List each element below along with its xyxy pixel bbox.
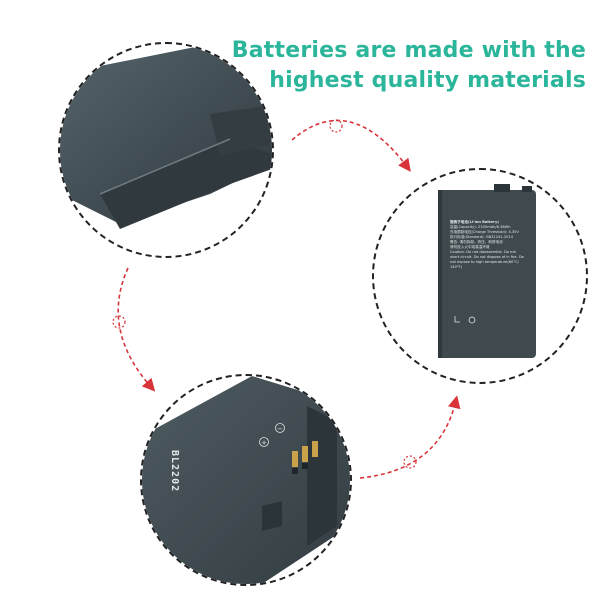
battery-corner-image	[60, 44, 272, 229]
battery-label-line: 执行标准(Standard): GB31241-2014	[450, 235, 514, 239]
battery-label-title: 锂离子电池(Li-ion Battery)	[450, 220, 499, 224]
arrow-loop-bottom	[403, 455, 417, 469]
battery-label-line: 容量(Capacity): 2200mAh/8.36Wh	[450, 225, 511, 229]
battery-back-image	[438, 184, 536, 358]
battery-corner-closeup	[58, 42, 274, 258]
headline-line-1: Batteries are made with the	[231, 38, 586, 63]
battery-label-line: short circuit. Do not dispose of in fire…	[450, 255, 524, 259]
battery-label-line: 警告: 请勿拆卸、挤压、刺穿电池	[450, 240, 503, 244]
battery-label-line: not expose to high temperature(60°C/	[450, 260, 519, 264]
arrow-loop-top	[329, 119, 343, 133]
svg-text:+: +	[261, 439, 267, 447]
arrow-loop-left	[112, 315, 126, 329]
battery-model-text: BL2202	[169, 450, 180, 493]
battery-label-line: Caution: Do not disassemble. Do not	[450, 250, 516, 254]
arrow-left	[117, 267, 156, 392]
battery-terminal-image: + −	[142, 376, 350, 584]
battery-label-line: 充电限制电压(Charge Threshold): 4.35V	[450, 230, 519, 234]
battery-terminal-closeup: + −	[140, 374, 352, 586]
battery-label-text: 锂离子电池(Li-ion Battery) 容量(Capacity): 2200…	[450, 220, 542, 270]
battery-label-closeup: 锂离子电池(Li-ion Battery) 容量(Capacity): 2200…	[372, 168, 588, 384]
svg-text:−: −	[277, 425, 283, 433]
headline-line-2: highest quality materials	[269, 68, 586, 93]
battery-label-line: 请勿投入火中或高温环境	[450, 245, 490, 249]
headline: Batteries are made with the highest qual…	[226, 36, 586, 96]
arrow-bottom	[359, 395, 461, 479]
battery-label-line: 140°F)	[450, 265, 463, 269]
arrow-top	[291, 119, 411, 172]
